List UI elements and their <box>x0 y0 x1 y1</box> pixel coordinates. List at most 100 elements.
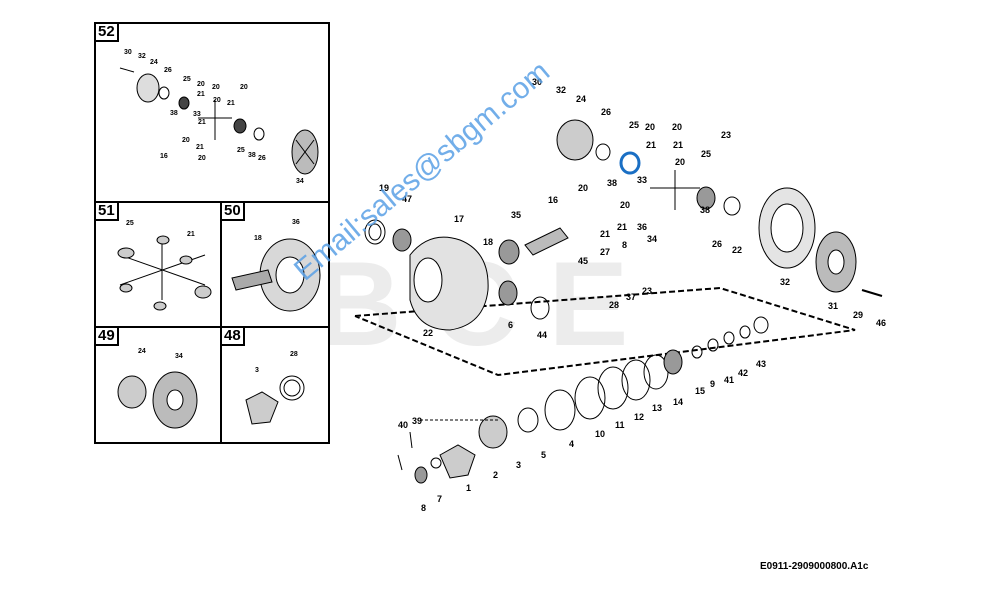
callout-label: 25 <box>629 120 639 130</box>
callout-label: 21 <box>617 222 627 232</box>
callout-label: 20 <box>672 122 682 132</box>
panel-52-callout: 20 <box>182 137 190 144</box>
callout-label: 36 <box>637 222 647 232</box>
panel-52-callout: 20 <box>240 84 248 91</box>
callout-label: 32 <box>556 85 566 95</box>
callout-label: 15 <box>695 386 705 396</box>
callout-label: 37 <box>626 292 636 302</box>
panel-52-callout: 32 <box>138 53 146 60</box>
callout-label: 6 <box>508 320 513 330</box>
callout-label: 2 <box>493 470 498 480</box>
panel-49-callout: 24 <box>138 348 146 355</box>
callout-label: 7 <box>437 494 442 504</box>
panel-52-callout: 25 <box>183 76 191 83</box>
panel-52-number: 52 <box>96 24 119 42</box>
callout-label: 12 <box>634 412 644 422</box>
callout-label: 43 <box>756 359 766 369</box>
panel-48: 48 <box>220 326 330 444</box>
callout-label: 16 <box>548 195 558 205</box>
panel-48-callout: 28 <box>290 351 298 358</box>
callout-label: 35 <box>511 210 521 220</box>
callout-label: 45 <box>578 256 588 266</box>
callout-label: 31 <box>828 301 838 311</box>
callout-label: 5 <box>541 450 546 460</box>
callout-label: 20 <box>675 157 685 167</box>
panel-51-callout: 25 <box>126 220 134 227</box>
callout-label: 4 <box>569 439 574 449</box>
callout-label: 28 <box>609 300 619 310</box>
callout-label: 26 <box>712 239 722 249</box>
callout-label: 23 <box>721 130 731 140</box>
callout-label: 23 <box>642 286 652 296</box>
panel-52-callout: 20 <box>213 97 221 104</box>
callout-label: 3 <box>516 460 521 470</box>
panel-50-callout: 36 <box>292 219 300 226</box>
panel-52-callout: 24 <box>150 59 158 66</box>
callout-label: 21 <box>600 229 610 239</box>
panel-52-callout: 20 <box>212 84 220 91</box>
callout-label: 14 <box>673 397 683 407</box>
panel-52-callout: 25 <box>237 147 245 154</box>
callout-label: 13 <box>652 403 662 413</box>
panel-52-callout: 20 <box>198 155 206 162</box>
panel-50-number: 50 <box>222 203 245 221</box>
panel-50-callout: 18 <box>254 235 262 242</box>
panel-52-callout: 30 <box>124 49 132 56</box>
panel-52-callout: 38 <box>170 110 178 117</box>
callout-label: 44 <box>537 330 547 340</box>
panel-52-callout: 38 <box>248 152 256 159</box>
panel-48-number: 48 <box>222 328 245 346</box>
callout-label: 38 <box>700 205 710 215</box>
callout-label: 41 <box>724 375 734 385</box>
panel-52-callout: 21 <box>198 119 206 126</box>
callout-label: 33 <box>637 175 647 185</box>
callout-label: 20 <box>645 122 655 132</box>
panel-52-callout: 26 <box>258 155 266 162</box>
panel-52-callout: 21 <box>227 100 235 107</box>
callout-label: 26 <box>601 107 611 117</box>
callout-label: 30 <box>532 77 542 87</box>
panel-52-callout: 33 <box>193 111 201 118</box>
callout-label: 1 <box>466 483 471 493</box>
callout-label: 11 <box>615 420 625 430</box>
panel-52-callout: 26 <box>164 67 172 74</box>
callout-label: 38 <box>607 178 617 188</box>
panel-52: 52 <box>94 22 330 203</box>
panel-49-number: 49 <box>96 328 119 346</box>
callout-label: 40 <box>398 420 408 430</box>
callout-label: 34 <box>647 234 657 244</box>
panel-49-callout: 34 <box>175 353 183 360</box>
callout-label: 32 <box>780 277 790 287</box>
callout-label: 29 <box>853 310 863 320</box>
callout-label: 22 <box>732 245 742 255</box>
callout-label: 39 <box>412 416 422 426</box>
panel-51-callout: 21 <box>187 231 195 238</box>
callout-label: 24 <box>576 94 586 104</box>
callout-label: 20 <box>578 183 588 193</box>
drawing-code: E0911-2909000800.A1c <box>760 561 869 572</box>
panel-52-callout: 34 <box>296 178 304 185</box>
callout-label: 27 <box>600 247 610 257</box>
panel-48-callout: 3 <box>255 367 259 374</box>
callout-label: 19 <box>379 183 389 193</box>
callout-label: 9 <box>710 379 715 389</box>
callout-label: 20 <box>620 200 630 210</box>
callout-label: 21 <box>673 140 683 150</box>
callout-label: 47 <box>402 194 412 204</box>
callout-label: 8 <box>622 240 627 250</box>
callout-label: 25 <box>701 149 711 159</box>
callout-label: 18 <box>483 237 493 247</box>
panel-52-callout: 16 <box>160 153 168 160</box>
callout-label: 22 <box>423 328 433 338</box>
panel-52-callout: 21 <box>196 144 204 151</box>
panel-52-callout: 20 <box>197 81 205 88</box>
callout-label: 17 <box>454 214 464 224</box>
callout-label: 8 <box>421 503 426 513</box>
callout-label: 42 <box>738 368 748 378</box>
panel-52-callout: 21 <box>197 91 205 98</box>
callout-label: 21 <box>646 140 656 150</box>
